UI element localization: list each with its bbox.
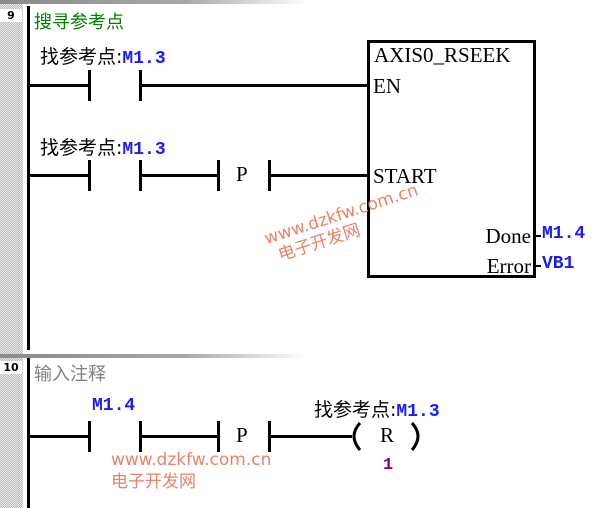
done-output-address[interactable]: M1.4	[542, 224, 586, 244]
network-separator	[0, 0, 616, 4]
wire	[268, 435, 352, 438]
wire	[28, 435, 90, 438]
wire	[28, 84, 90, 87]
positive-edge-label: P	[236, 162, 248, 186]
input-pin-en: EN	[373, 74, 401, 98]
symbol-name: 找参考点	[40, 46, 117, 68]
edge-left-plate[interactable]	[217, 160, 220, 191]
power-rail	[27, 358, 30, 508]
function-block-axis0-rseek[interactable]: AXIS0_RSEEK EN START Done Error	[367, 40, 536, 278]
separator: :	[390, 399, 397, 421]
reset-coil-icon[interactable]	[348, 420, 428, 454]
network-comment[interactable]: 搜寻参考点	[34, 12, 124, 33]
contact-address: M1.4	[92, 396, 136, 416]
separator: :	[116, 46, 123, 68]
output-pin-error: Error	[486, 254, 531, 278]
coil-type-label: R	[380, 423, 395, 447]
contact-left-plate[interactable]	[88, 70, 91, 101]
symbol-name: 找参考点	[40, 137, 117, 159]
wire	[139, 84, 370, 87]
wire	[28, 174, 90, 177]
coil-label: 找参考点:M1.3	[314, 395, 440, 422]
watermark-url: www.dzkfw.com.cn	[111, 450, 272, 470]
output-pin-done: Done	[485, 224, 532, 248]
network-separator	[0, 354, 616, 358]
network-number[interactable]: 9	[0, 9, 22, 22]
address: M1.3	[122, 49, 166, 69]
line-number-gutter	[0, 0, 23, 508]
edge-left-plate[interactable]	[217, 421, 220, 452]
contact-label: 找参考点:M1.3	[40, 42, 166, 69]
error-output-address[interactable]: VB1	[542, 254, 575, 274]
block-title: AXIS0_RSEEK	[374, 43, 511, 67]
output-stub	[536, 235, 541, 237]
contact-label: 找参考点:M1.3	[40, 133, 166, 160]
wire	[268, 174, 370, 177]
output-stub	[536, 265, 541, 267]
positive-edge-label: P	[236, 423, 248, 447]
contact-left-plate[interactable]	[88, 421, 91, 452]
address: M1.3	[396, 402, 440, 422]
symbol-name: 找参考点	[314, 399, 391, 421]
watermark-name: 电子开发网	[111, 472, 196, 492]
address: M1.3	[122, 140, 166, 160]
network-number[interactable]: 10	[0, 361, 22, 374]
separator: :	[116, 137, 123, 159]
wire	[139, 435, 219, 438]
wire	[139, 174, 219, 177]
coil-count[interactable]: 1	[383, 456, 394, 475]
power-rail	[27, 6, 30, 350]
contact-left-plate[interactable]	[88, 160, 91, 191]
input-pin-start: START	[373, 164, 437, 188]
watermark-flat: www.dzkfw.com.cn 电子开发网	[111, 449, 271, 493]
network-comment[interactable]: 输入注释	[34, 364, 106, 385]
